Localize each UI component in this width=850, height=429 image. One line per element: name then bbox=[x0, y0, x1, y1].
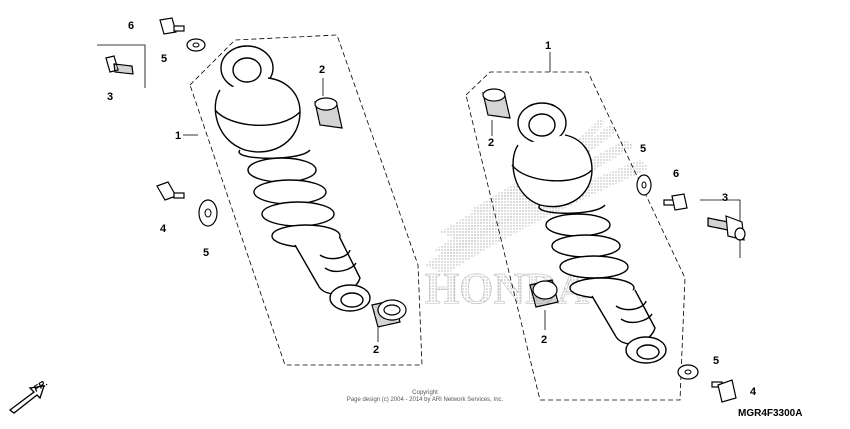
callout-2-right-lower: 2 bbox=[541, 334, 547, 346]
right-bolt-6 bbox=[663, 193, 688, 211]
callout-4-right: 4 bbox=[750, 386, 757, 398]
callout-1-right: 1 bbox=[545, 40, 551, 52]
diagram-part-code: MGR4F3300A bbox=[738, 408, 802, 419]
copyright-line-2: Page design (c) 2004 - 2014 by ARI Netwo… bbox=[347, 397, 504, 403]
callout-1-left: 1 bbox=[175, 130, 181, 142]
right-shock-absorber bbox=[511, 102, 667, 364]
right-shock-group bbox=[465, 52, 746, 403]
left-upper-bushing bbox=[314, 97, 343, 129]
left-bolt-6 bbox=[159, 17, 185, 35]
callout-2-right-upper: 2 bbox=[488, 137, 494, 149]
left-bolt-3 bbox=[105, 55, 134, 75]
right-bolt-3 bbox=[707, 215, 746, 241]
right-bolt-4 bbox=[711, 379, 737, 403]
callout-5-right-lower: 5 bbox=[713, 355, 719, 367]
left-bolt-4 bbox=[156, 181, 185, 201]
front-label: FR. bbox=[32, 378, 50, 394]
callout-2-left-lower: 2 bbox=[373, 344, 379, 356]
callout-labels: 6 5 3 1 2 4 5 2 1 2 5 6 3 2 5 4 bbox=[107, 20, 757, 398]
callout-5-left-lower: 5 bbox=[203, 247, 209, 259]
honda-watermark-text: HONDA bbox=[425, 264, 589, 313]
callout-6-left: 6 bbox=[128, 20, 134, 32]
right-lower-bushing bbox=[529, 279, 559, 308]
callout-3-left: 3 bbox=[107, 91, 113, 103]
callout-5-right-upper: 5 bbox=[640, 143, 646, 155]
front-arrow-icon bbox=[8, 385, 45, 414]
callout-6-right: 6 bbox=[673, 168, 679, 180]
right-upper-bushing bbox=[482, 88, 511, 119]
left-shock-absorber bbox=[214, 45, 371, 312]
front-direction-indicator: FR. bbox=[8, 378, 50, 414]
left-shock-group bbox=[97, 17, 423, 366]
callout-3-right: 3 bbox=[722, 192, 728, 204]
callout-2-left-upper: 2 bbox=[319, 64, 325, 76]
left-lower-bushing bbox=[371, 299, 407, 328]
copyright-line-1: Copyright bbox=[412, 390, 438, 396]
callout-5-left-upper: 5 bbox=[161, 53, 167, 65]
callout-4-left: 4 bbox=[160, 223, 167, 235]
